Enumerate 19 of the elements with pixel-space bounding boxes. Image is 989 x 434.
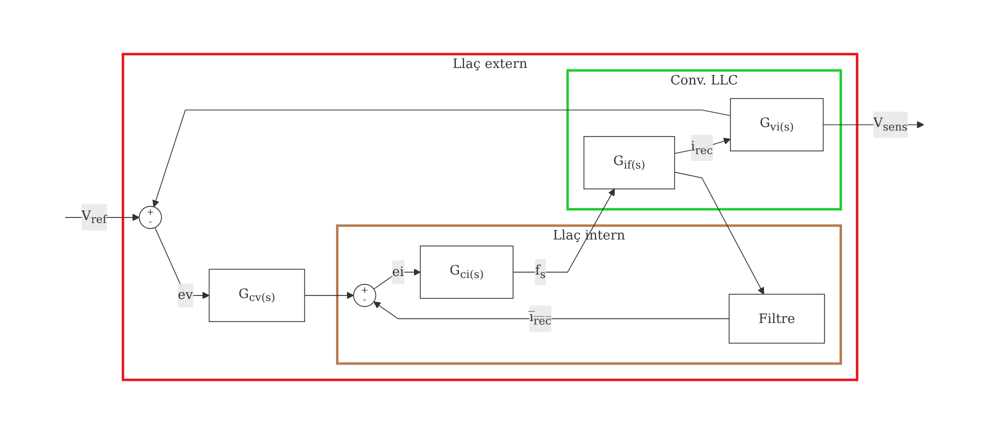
arrow: [373, 301, 730, 320]
arrow: [154, 227, 210, 300]
edge-label: f$_{s}$: [535, 262, 546, 282]
node-box: G$_{cv(s)}$: [208, 268, 306, 322]
arrow: [674, 172, 764, 295]
node-circle: + -: [353, 284, 376, 307]
edge-label: V$_{ref}$: [82, 208, 107, 226]
edge-label: i$_{rec}$: [690, 138, 713, 158]
node-box: G$_{if(s)}$: [584, 136, 676, 190]
edge-label: V$_{sens}$: [873, 114, 908, 134]
arrow: [304, 292, 354, 300]
node-box: Filtre: [728, 294, 825, 344]
arrow: [512, 188, 615, 273]
edge-label: ei: [392, 264, 404, 280]
edge-label: ev: [178, 286, 193, 302]
node-box: G$_{vi(s)}$: [730, 98, 824, 152]
edge-label: i̅$_{r̅e̅c̅}$: [529, 308, 552, 328]
node-box: G$_{ci(s)}$: [420, 246, 514, 299]
node-circle: + -: [138, 206, 162, 229]
